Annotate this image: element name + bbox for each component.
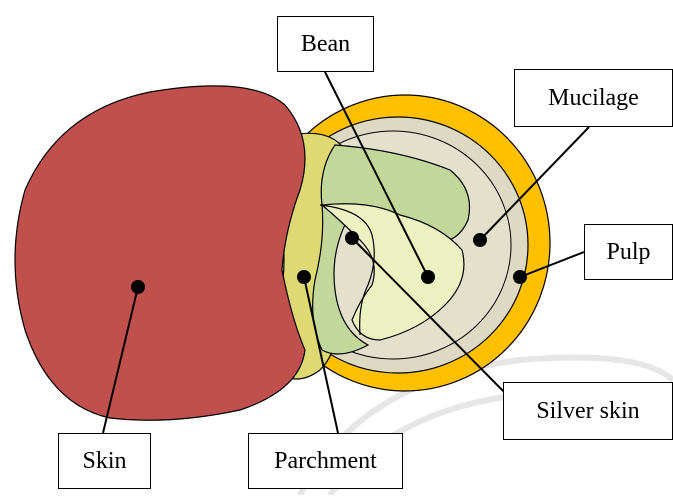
dot-silver-skin bbox=[345, 231, 359, 245]
label-bean: Bean bbox=[277, 16, 374, 72]
dot-bean bbox=[421, 270, 435, 284]
dot-mucilage bbox=[473, 233, 487, 247]
dot-skin bbox=[131, 280, 145, 294]
label-parchment: Parchment bbox=[248, 433, 403, 489]
skin-layer bbox=[15, 86, 305, 420]
dot-pulp bbox=[513, 270, 527, 284]
label-pulp: Pulp bbox=[584, 224, 673, 280]
label-mucilage: Mucilage bbox=[514, 69, 673, 127]
dot-parchment bbox=[297, 270, 311, 284]
label-skin: Skin bbox=[58, 433, 151, 489]
label-silver-skin: Silver skin bbox=[503, 382, 673, 440]
